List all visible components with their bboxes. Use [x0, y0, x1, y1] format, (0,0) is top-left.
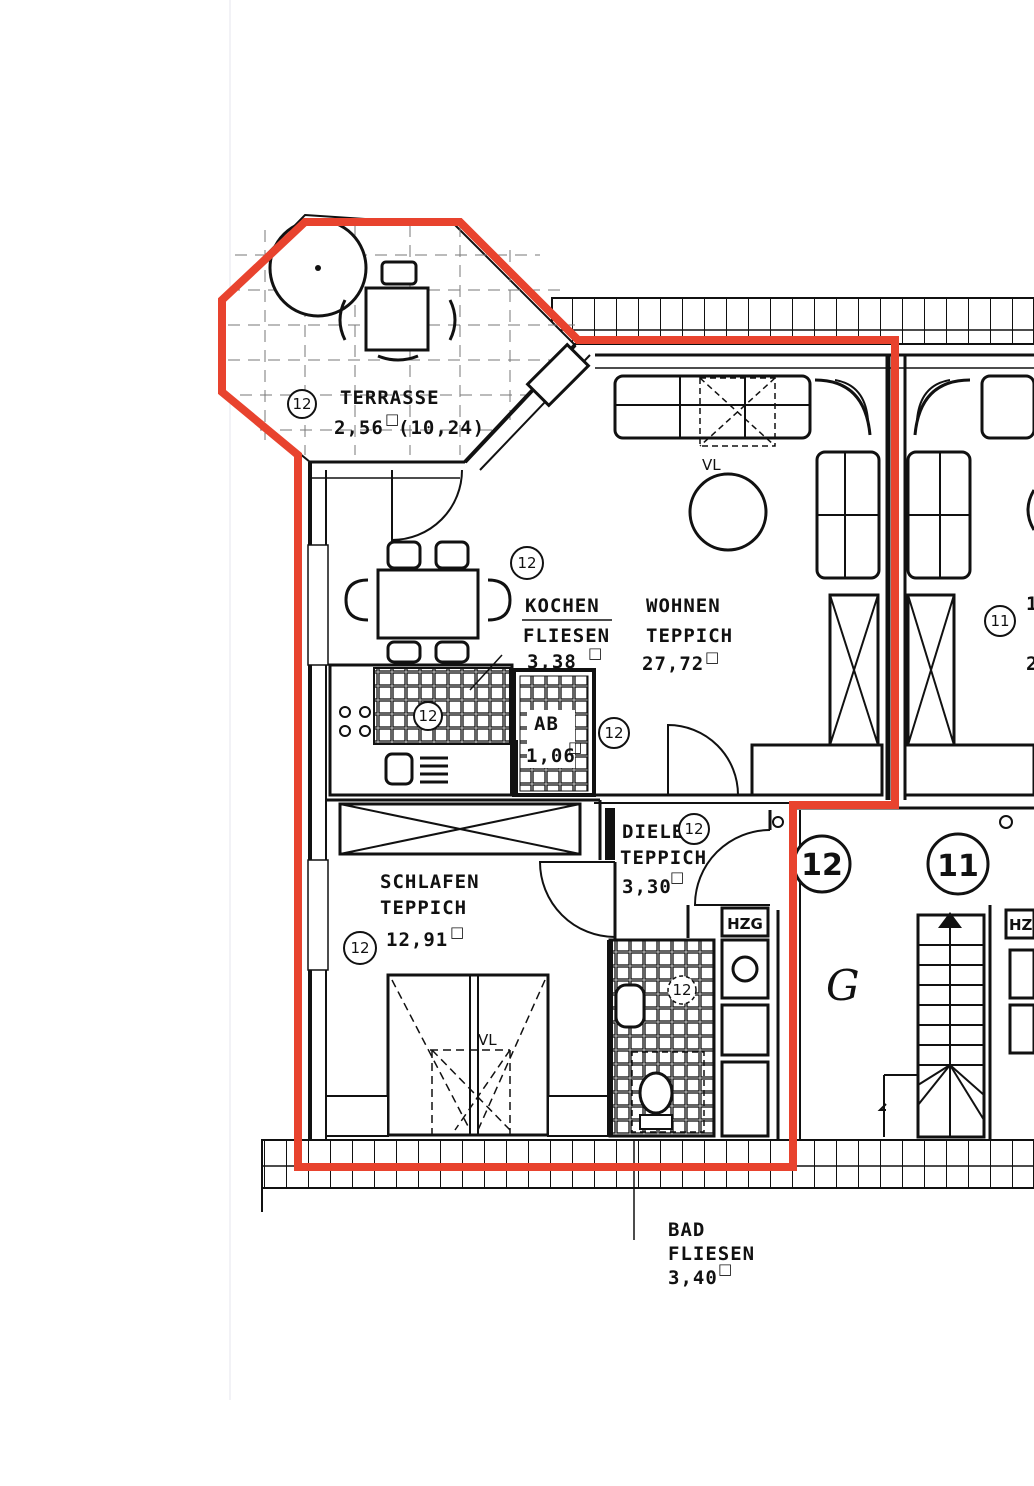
unit-number-large: 12: [801, 848, 843, 883]
sofa-right: [815, 450, 881, 580]
bedroom: VL SCHLAFEN TEPPICH 12 12,91 □: [325, 798, 617, 1137]
storage-ab: AB 1,06 □ 12: [510, 668, 630, 797]
unit-number: 12: [672, 981, 691, 999]
bed: [386, 973, 550, 1137]
square-mark: □: [450, 923, 464, 941]
coffee-table: [688, 472, 768, 552]
room-label-diele: DIELE: [622, 821, 684, 843]
unit-badge-wohnen: [510, 546, 544, 580]
hzg-label-neighbor: HZG: [1009, 916, 1034, 934]
room-area-schlafen: 12,91: [386, 929, 448, 951]
dining-table: [344, 540, 512, 664]
room-label-wohnen: WOHNEN: [646, 595, 721, 617]
room-floor-diele: TEPPICH: [620, 847, 707, 869]
room-label-bad: BAD: [668, 1219, 705, 1241]
unit-badge-bad: [667, 975, 697, 1005]
room-label-terrasse: TERRASSE: [340, 387, 440, 409]
room-area-ab: 1,06: [526, 745, 576, 767]
door-swing-terrace: [391, 469, 463, 542]
unit-badge-terrasse: [287, 389, 317, 419]
stair-marker-g: G: [826, 961, 860, 1010]
washing-machine-icon: [720, 938, 770, 1000]
washbasin-icon: [614, 983, 646, 1029]
unit-badge-kitchen-counter: [413, 701, 443, 731]
unit-badge-11-large: [926, 832, 990, 896]
unit-number: 12: [684, 820, 703, 838]
room-area-wohnen: 27,72: [642, 653, 704, 675]
unit-badge-diele: [678, 813, 710, 845]
sink-icon: [384, 752, 414, 786]
room-label-kochen: KOCHEN: [525, 595, 600, 617]
square-mark: □: [705, 648, 719, 666]
sofa-neighbor: [906, 374, 1034, 580]
dryer-icon: [720, 1003, 770, 1057]
unit-number: 12: [292, 395, 311, 413]
living-lower-wall: [594, 723, 1034, 804]
neighbor-label-partial: 1: [1026, 593, 1034, 615]
unit-number: 12: [350, 939, 369, 957]
roof-bottom-band: [261, 1139, 1034, 1212]
neighbor-area-partial: 2: [1026, 653, 1034, 675]
square-mark: □: [588, 644, 602, 662]
toilet-icon: [638, 1071, 674, 1115]
kitchen-counter: 12: [328, 654, 514, 797]
unit-number: 12: [604, 724, 623, 742]
square-mark: □: [385, 410, 399, 428]
unit-number: 11: [990, 612, 1009, 630]
room-area-diele: 3,30: [622, 876, 672, 898]
unit-badge-schlafen: [343, 931, 377, 965]
terrace-table: [364, 286, 430, 352]
square-mark: □: [568, 738, 582, 756]
vl-label: VL: [702, 456, 721, 474]
room-floor-schlafen: TEPPICH: [380, 897, 467, 919]
hzg-label: HZG: [727, 915, 763, 933]
square-mark: □: [670, 868, 684, 886]
room-area-terrasse: 2,56: [334, 417, 384, 439]
unit-badge-neighbor: [984, 605, 1016, 637]
room-area-bad: 3,40: [668, 1267, 718, 1289]
stairwell: 12 11 G HZG: [790, 805, 1034, 1140]
party-wall: [814, 355, 971, 800]
unit-badge-ab: [598, 717, 630, 749]
unit-number: 12: [418, 707, 437, 725]
room-area-full-terrasse: (10,24): [398, 417, 485, 439]
room-floor-kochen: FLIESEN: [523, 625, 610, 647]
apartment-highlight-outline: [218, 218, 899, 1171]
vl-label: VL: [478, 1031, 497, 1049]
hallway: DIELE 12 TEPPICH 3,30 □: [620, 810, 784, 938]
unit-number-large: 11: [937, 849, 979, 884]
room-area-kochen: 3,38: [527, 651, 577, 673]
room-label-ab: AB: [534, 713, 559, 735]
room-floor-wohnen: TEPPICH: [646, 625, 733, 647]
room-floor-bad: FLIESEN: [668, 1243, 755, 1265]
bathroom: 12 HZG BAD FLIESEN 3,40 □: [607, 906, 780, 1289]
exterior-walls: [307, 342, 1034, 1140]
unit-number: 12: [517, 554, 536, 572]
room-label-schlafen: SCHLAFEN: [380, 871, 480, 893]
sofa-top: VL: [613, 374, 812, 474]
square-mark: □: [718, 1260, 732, 1278]
